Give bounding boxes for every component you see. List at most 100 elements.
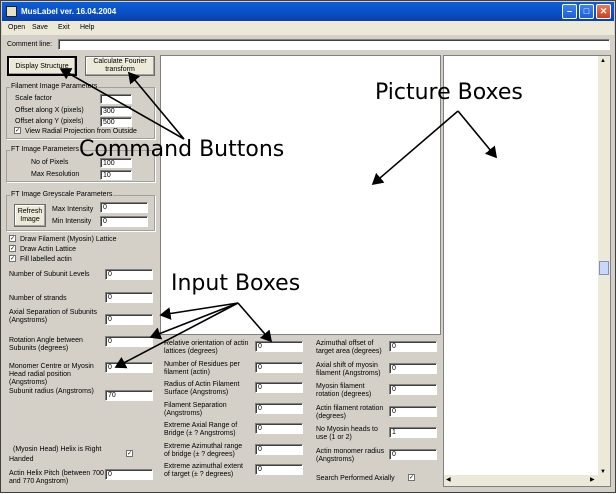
max-intensity-label: Max Intensity — [52, 206, 94, 213]
display-structure-button[interactable]: Display Structure — [7, 56, 77, 76]
pixels-input[interactable]: 100 — [100, 158, 132, 168]
annotation-picture-boxes: Picture Boxes — [375, 80, 523, 105]
menu-exit[interactable]: Exit — [58, 24, 70, 31]
minimize-button[interactable]: – — [562, 4, 577, 19]
greyscale-group: FT Image Greyscale Parameters — [6, 191, 155, 231]
calculate-fourier-line2: transform — [105, 66, 135, 73]
right_fields-input-1[interactable]: 0 — [389, 362, 437, 374]
monomer-label2: Head radial position — [9, 371, 71, 378]
draw-actin-label: Draw Actin Lattice — [20, 246, 77, 253]
offset-y-input[interactable]: 500 — [100, 117, 132, 127]
max-intensity-input[interactable]: 0 — [100, 202, 148, 213]
scroll-right-icon[interactable]: ▶ — [590, 477, 595, 483]
strands-label: Number of strands — [9, 295, 67, 302]
scroll-left-icon[interactable]: ◀ — [446, 477, 451, 483]
max-resolution-input[interactable]: 10 — [100, 170, 132, 180]
mid_fields-input-5[interactable]: 0 — [255, 443, 303, 455]
axial-separation-label1: Axial Separation of Subunits — [9, 309, 97, 316]
mid_fields-label-0-b: lattices (degrees) — [164, 348, 218, 355]
right_fields-label-5-b: (Angstroms) — [316, 455, 355, 463]
min-intensity-input[interactable]: 0 — [100, 216, 148, 227]
right_fields-input-5[interactable]: 0 — [389, 448, 437, 460]
right_fields-label-1-b: filament (Angstroms) — [316, 369, 381, 377]
ft-group-title: FT Image Parameters — [10, 146, 80, 154]
scroll-down-icon[interactable]: ▼ — [600, 469, 606, 475]
rotation-input[interactable]: 0 — [105, 336, 153, 347]
right_fields-input-2[interactable]: 0 — [389, 384, 437, 395]
actin-pitch-label2: and 770 Angstrom) — [9, 478, 69, 485]
mid_fields-input-3[interactable]: 0 — [255, 402, 303, 414]
radial-projection-checkbox[interactable]: ✓ — [14, 127, 21, 134]
maximize-button[interactable]: □ — [579, 4, 594, 19]
menu-open[interactable]: Open — [8, 24, 26, 31]
scale-input[interactable] — [100, 94, 132, 104]
draw-actin-checkbox[interactable]: ✓ — [9, 245, 16, 252]
mid_fields-label-3-a: Filament Separation — [164, 401, 227, 409]
menu-help[interactable]: Help — [80, 24, 95, 31]
search-axially-checkbox[interactable]: ✓ — [408, 474, 415, 481]
arrow-to-picture-box-2 — [457, 110, 498, 159]
right_fields-input-4[interactable]: 1 — [389, 427, 437, 438]
offset-y-label: Offset along Y (pixels) — [15, 118, 84, 125]
right_fields-label-3-b: (degrees) — [316, 412, 346, 420]
mid_fields-label-3-b: (Angstroms) — [164, 409, 203, 417]
right_fields-label-4-b: use (1 or 2) — [316, 434, 352, 441]
rotation-label2: Subunits (degrees) — [9, 345, 69, 352]
scroll-thumb[interactable] — [599, 261, 609, 275]
vertical-scrollbar[interactable]: ▲ ▼ — [598, 56, 610, 486]
radial-projection-label: View Radial Projection from Outside — [25, 128, 137, 135]
offset-x-label: Offset along X (pixels) — [15, 107, 84, 114]
monomer-input[interactable]: 0 — [105, 362, 153, 373]
mid_fields-label-1-b: filament (actin) — [164, 368, 210, 376]
scroll-up-icon[interactable]: ▲ — [600, 58, 606, 64]
mid_fields-input-2[interactable]: 0 — [255, 382, 303, 393]
mid_fields-label-4-b: Bridge (± ? Angstroms) — [164, 430, 236, 437]
horizontal-scrollbar[interactable]: ◀ ▶ — [444, 475, 598, 486]
filament-group: Filament Image Parameters — [6, 83, 155, 139]
monomer-label1: Monomer Centre or Myosin — [9, 363, 94, 370]
fill-actin-checkbox[interactable]: ✓ — [9, 255, 16, 262]
annotation-input-boxes: Input Boxes — [171, 271, 301, 296]
mid_fields-label-4-a: Extreme Axial Range of — [164, 422, 238, 429]
right_fields-input-0[interactable]: 0 — [389, 341, 437, 352]
right_fields-label-0-a: Azimuthal offset of — [316, 340, 374, 347]
menu-save[interactable]: Save — [32, 24, 48, 31]
offset-x-input[interactable]: 300 — [100, 106, 132, 116]
mid_fields-input-6[interactable]: 0 — [255, 464, 303, 475]
comment-label: Comment line: — [7, 41, 53, 48]
helix-right-label1: (Myosin Head) Helix is Right — [13, 446, 102, 453]
actin-pitch-input[interactable]: 0 — [105, 469, 153, 480]
subunit-radius-input[interactable]: 70 — [105, 390, 153, 401]
helix-right-label2: Handed — [9, 456, 34, 463]
subunit-levels-input[interactable]: 0 — [105, 269, 153, 280]
arrow-to-picture-box-1 — [371, 110, 459, 186]
comment-input[interactable] — [58, 39, 610, 50]
rotation-label1: Rotation Angle between — [9, 337, 83, 344]
strands-input[interactable]: 0 — [105, 292, 153, 303]
draw-myosin-label: Draw Filament (Myosin) Lattice — [20, 236, 117, 243]
annotation-command-buttons: Command Buttons — [79, 137, 285, 162]
axial-separation-label2: (Angstroms) — [9, 317, 48, 324]
arrow-to-calc-button — [127, 71, 185, 140]
fill-actin-label: Fill labelled actin — [20, 256, 72, 263]
axial-separation-input[interactable]: 0 — [105, 314, 153, 325]
subunit-levels-label: Number of Subunit Levels — [9, 271, 90, 278]
mid_fields-label-6-b: of target (± ? degrees) — [164, 471, 234, 478]
right_fields-label-0-b: target area (degrees) — [316, 348, 382, 355]
pixels-label: No of Pixels — [31, 159, 69, 166]
picture-box-structure[interactable] — [160, 55, 441, 335]
max-resolution-label: Max Resolution — [31, 171, 80, 178]
refresh-image-button[interactable]: Refresh Image — [14, 204, 46, 227]
helix-right-checkbox[interactable]: ✓ — [126, 450, 133, 457]
mid_fields-input-4[interactable]: 0 — [255, 423, 303, 434]
mid_fields-input-1[interactable]: 0 — [255, 361, 303, 373]
right_fields-label-2-b: rotation (degrees) — [316, 391, 372, 398]
close-button[interactable]: ✕ — [596, 4, 611, 19]
mid_fields-input-0[interactable]: 0 — [255, 341, 303, 352]
draw-myosin-checkbox[interactable]: ✓ — [9, 235, 16, 242]
calculate-fourier-button[interactable]: Calculate Fourier transform — [85, 56, 155, 76]
right_fields-input-3[interactable]: 0 — [389, 405, 437, 417]
mid_fields-label-5-b: of bridge (± ? degrees) — [164, 450, 235, 458]
